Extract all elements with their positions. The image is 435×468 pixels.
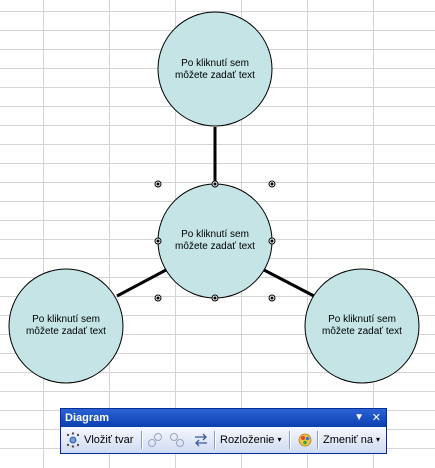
reverse-diagram-icon[interactable] [193,432,209,448]
chevron-down-icon: ▾ [376,435,381,444]
node-text-line2: môžete zadať text [322,326,402,337]
diagram-node-right[interactable]: Po kliknutí sem môžete zadať text [304,268,420,384]
toolbar-title: Diagram [65,412,110,424]
diagram-toolbar: Diagram ▼ ✕ Vložiť tvar [60,408,387,454]
node-text-line2: môžete zadať text [175,241,255,252]
layout-dropdown-button[interactable]: Rozloženie ▾ [220,430,282,450]
connector-left [116,268,167,298]
layout-label: Rozloženie [220,434,275,446]
resize-handle-e[interactable] [268,237,276,245]
toolbar-separator [289,431,291,449]
toolbar-body: Vložiť tvar Rozloženie ▾ [61,427,386,453]
autoformat-icon[interactable] [297,432,313,448]
resize-handle-w[interactable] [154,237,162,245]
insert-shape-icon [66,432,80,448]
toolbar-title-bar[interactable]: Diagram [61,409,386,427]
node-text-line1: Po kliknutí sem [32,314,100,325]
resize-handle-se[interactable] [268,294,276,302]
chevron-down-icon: ▾ [277,435,282,444]
change-to-label: Zmeniť na [323,434,373,446]
insert-shape-label: Vložiť tvar [84,434,134,446]
move-shape-backward-icon[interactable] [147,432,163,448]
resize-handle-sw[interactable] [154,294,162,302]
close-icon[interactable]: ✕ [371,412,381,424]
node-text-line1: Po kliknutí sem [328,314,396,325]
toolbar-separator [214,431,216,449]
change-to-dropdown-button[interactable]: Zmeniť na ▾ [323,430,380,450]
diagram-node-center[interactable]: Po kliknutí sem môžete zadať text [157,183,273,299]
resize-handle-nw[interactable] [154,180,162,188]
node-text-line2: môžete zadať text [26,326,106,337]
node-text-line2: môžete zadať text [175,70,255,81]
toolbar-separator [141,431,143,449]
toolbar-separator [317,431,319,449]
diagram-node-top[interactable]: Po kliknutí sem môžete zadať text [157,11,273,127]
resize-handle-n[interactable] [211,180,219,188]
diagram-node-left[interactable]: Po kliknutí sem môžete zadať text [8,268,124,384]
toolbar-options-icon[interactable]: ▼ [354,412,364,423]
resize-handle-s[interactable] [211,294,219,302]
resize-handle-ne[interactable] [268,180,276,188]
node-text-line1: Po kliknutí sem [181,58,249,69]
node-text-line1: Po kliknutí sem [181,229,249,240]
connector-right [263,268,315,298]
move-shape-forward-icon[interactable] [169,432,185,448]
